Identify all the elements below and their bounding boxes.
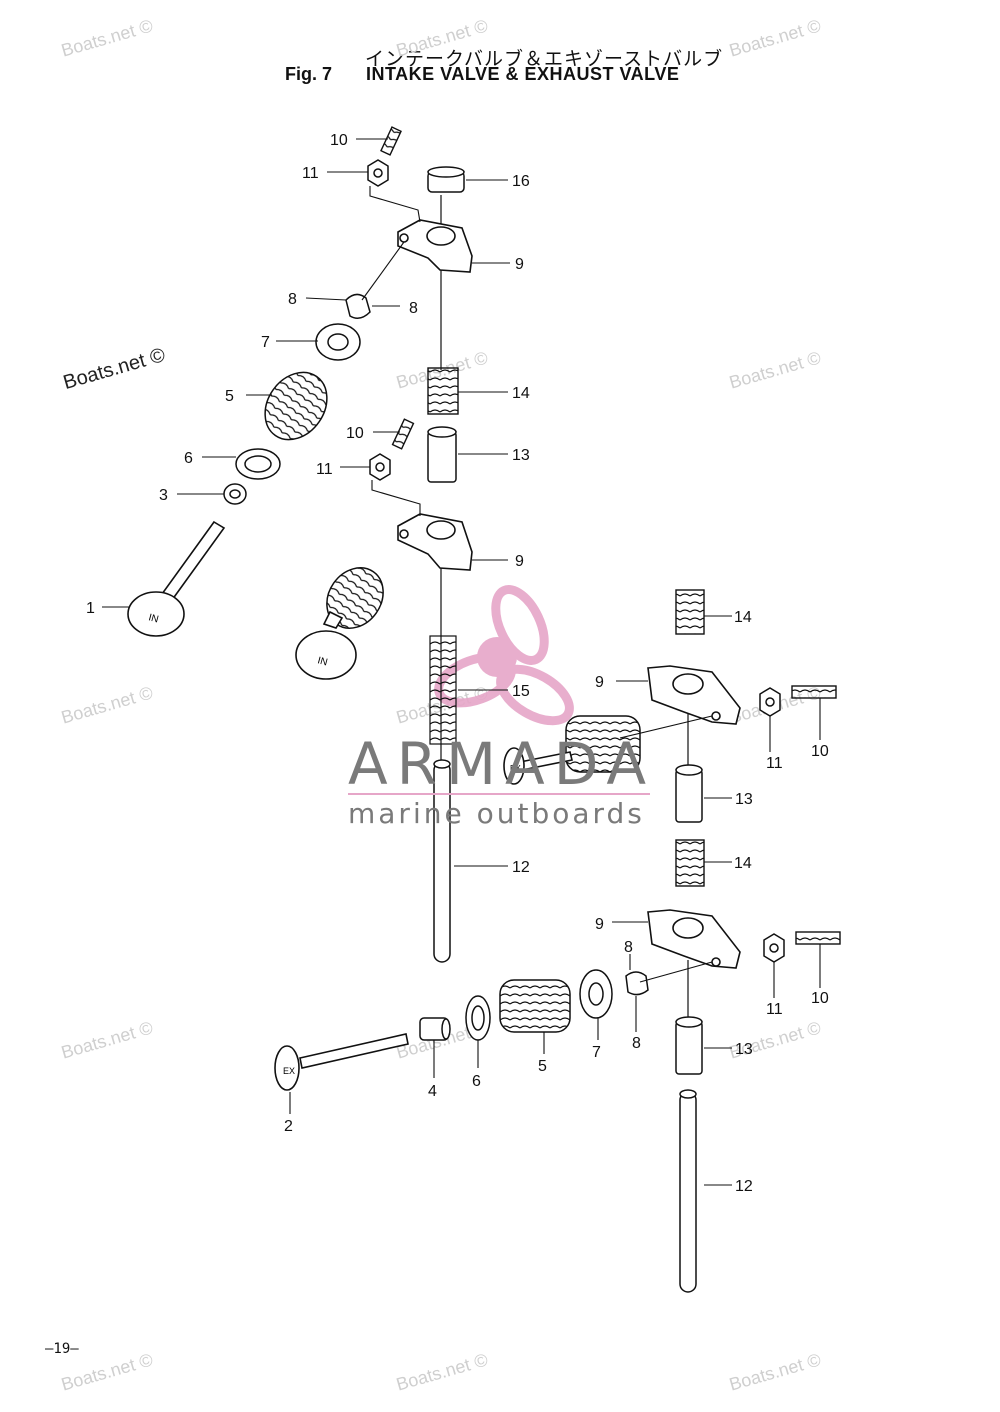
callout-8: 8	[632, 1035, 641, 1052]
callout-5: 5	[538, 1058, 547, 1075]
callout-4: 4	[428, 1083, 437, 1100]
callout-7: 7	[592, 1044, 601, 1061]
callout-10: 10	[346, 425, 364, 442]
callout-13: 13	[735, 791, 753, 808]
rocker-arm	[397, 219, 741, 969]
spring-seat-washer	[235, 448, 491, 1041]
callout-13: 13	[735, 1041, 753, 1058]
callout-15: 15	[512, 683, 530, 700]
callout-12: 12	[512, 859, 530, 876]
callout-numbers: 10 11 16 9 8 8 7 14 5 10 13 6 11 3 9 1 1…	[86, 132, 829, 1195]
title-japanese: インテークバルブ＆エキゾーストバルブ	[365, 48, 724, 70]
brand-name: ARMADA	[348, 730, 656, 798]
callout-8: 8	[409, 300, 418, 317]
callout-10: 10	[811, 990, 829, 1007]
callout-11: 11	[316, 461, 333, 478]
spring-retainer	[315, 323, 613, 1019]
callout-14: 14	[512, 385, 530, 402]
tappet	[427, 426, 703, 1075]
brand-tagline: marine outboards	[348, 797, 645, 830]
callout-2: 2	[284, 1118, 293, 1135]
callout-11: 11	[766, 755, 783, 772]
callout-11: 11	[302, 165, 319, 182]
valve-spring	[264, 371, 641, 1033]
valve-keeper	[345, 293, 649, 996]
long-spring	[429, 635, 457, 745]
callout-9: 9	[515, 256, 524, 273]
callout-14: 14	[734, 609, 752, 626]
callout-9: 9	[595, 674, 604, 691]
intake-valve	[127, 520, 357, 680]
callout-6: 6	[472, 1073, 481, 1090]
callout-9: 9	[595, 916, 604, 933]
callout-14: 14	[734, 855, 752, 872]
exhaust-valve	[274, 747, 573, 1091]
pushrod	[433, 759, 697, 1293]
callout-6: 6	[184, 450, 193, 467]
figure-label: Fig. 7	[285, 64, 333, 84]
callout-12: 12	[735, 1178, 753, 1195]
valve-cap	[427, 166, 465, 193]
intake-label: IN	[316, 655, 329, 668]
callout-13: 13	[512, 447, 530, 464]
pushrod-axis-line	[440, 195, 689, 1020]
brand-divider	[348, 793, 650, 795]
page-number: —19—	[45, 1341, 79, 1357]
small-spring	[427, 367, 705, 887]
callout-10: 10	[330, 132, 348, 149]
callout-5: 5	[225, 388, 234, 405]
valve-stem-seal	[223, 483, 451, 1041]
callout-8: 8	[624, 939, 633, 956]
callout-9: 9	[515, 553, 524, 570]
propeller-logo-icon	[434, 585, 574, 726]
exhaust-label: EX	[283, 1066, 295, 1076]
callout-16: 16	[512, 173, 530, 190]
intake-label: IN	[147, 612, 160, 625]
adjusting-screw	[380, 126, 841, 945]
callout-7: 7	[261, 334, 270, 351]
callout-1: 1	[86, 600, 95, 617]
callout-3: 3	[159, 487, 168, 504]
callout-11: 11	[766, 1001, 783, 1018]
lock-nut	[367, 159, 785, 963]
exhaust-label: EX	[510, 764, 521, 773]
title-english: INTAKE VALVE & EXHAUST VALVE	[366, 64, 680, 84]
callout-8: 8	[288, 291, 297, 308]
leader-lines	[102, 138, 821, 1186]
callout-10: 10	[811, 743, 829, 760]
